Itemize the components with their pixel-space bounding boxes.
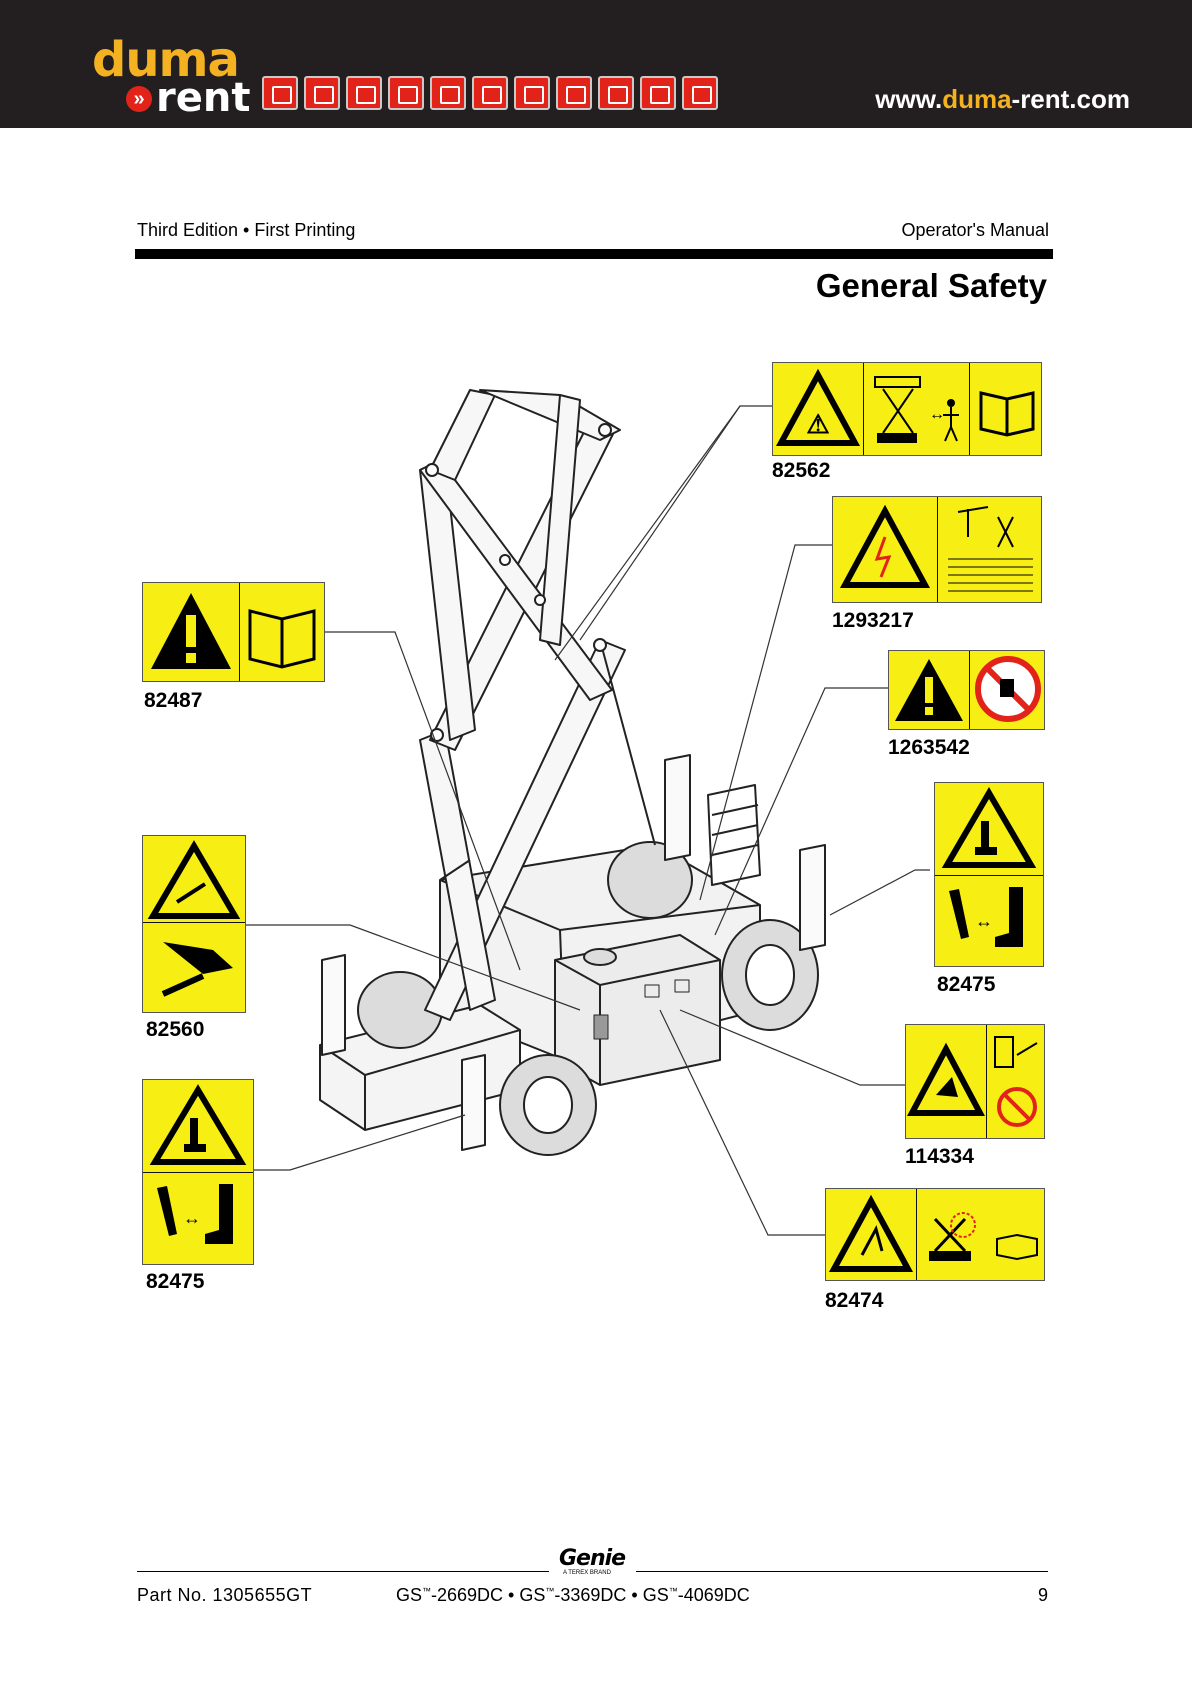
- decal-1263542: [888, 650, 1045, 730]
- keep-feet-clear-icon: ↔: [143, 1174, 253, 1266]
- genie-tagline: A TEREX BRAND: [563, 1570, 611, 1576]
- do-not-touch-icon: [970, 651, 1046, 729]
- decal-number: 82474: [825, 1289, 883, 1313]
- svg-text:↔: ↔: [929, 406, 945, 423]
- crush-hazard-warning-icon: [935, 783, 1043, 875]
- read-manual-icon: [240, 583, 326, 681]
- decal-number: 82560: [146, 1018, 204, 1042]
- footer-rule-left: [137, 1571, 549, 1572]
- decal-number: 1263542: [888, 736, 970, 760]
- read-manual-icon: [971, 363, 1043, 455]
- decal-82475-left: ↔: [142, 1079, 254, 1265]
- decal-114334: [905, 1024, 1045, 1139]
- scissor-lift-clearance-icon: ↔: [865, 363, 965, 455]
- electrocution-hazard-warning-icon: [833, 497, 937, 602]
- decal-number: 114334: [905, 1145, 974, 1169]
- general-warning-icon: [143, 583, 239, 681]
- decal-82560: [142, 835, 246, 1013]
- decal-number: 1293217: [832, 609, 914, 633]
- decal-82475-right: ↔: [934, 782, 1044, 967]
- hydraulic-injection-warning-icon: [143, 836, 245, 922]
- power-line-distance-icon: [938, 497, 1042, 602]
- decal-82487: [142, 582, 325, 682]
- decal-number: 82487: [144, 689, 202, 713]
- decal-number: 82475: [146, 1270, 204, 1294]
- genie-logo: Genie: [559, 1546, 625, 1571]
- svg-text:⚠: ⚠: [806, 409, 829, 439]
- decal-82474: [825, 1188, 1045, 1281]
- part-number: Part No. 1305655GT: [137, 1585, 312, 1606]
- svg-text:↔: ↔: [975, 911, 993, 931]
- keep-feet-clear-icon: ↔: [935, 877, 1043, 967]
- decal-number: 82562: [772, 459, 830, 483]
- general-warning-icon: [889, 651, 969, 729]
- pinch-hazard-warning-icon: [906, 1025, 986, 1138]
- fall-hazard-warning-icon: ⚠: [773, 363, 863, 455]
- decal-number: 82475: [937, 973, 995, 997]
- crush-hazard-warning-icon: [143, 1080, 253, 1172]
- tip-over-hazard-warning-icon: [826, 1189, 916, 1280]
- decal-1293217: [832, 496, 1042, 603]
- level-ground-manual-icon: [917, 1189, 1045, 1280]
- unplug-charger-icon: [987, 1025, 1045, 1138]
- page-number: 9: [1038, 1585, 1048, 1606]
- svg-text:↔: ↔: [183, 1208, 201, 1228]
- model-list: GS™-2669DC • GS™-3369DC • GS™-4069DC: [396, 1585, 750, 1606]
- hand-injury-icon: [143, 924, 245, 1014]
- decal-82562: ⚠ ↔: [772, 362, 1042, 456]
- footer-rule-right: [636, 1571, 1048, 1572]
